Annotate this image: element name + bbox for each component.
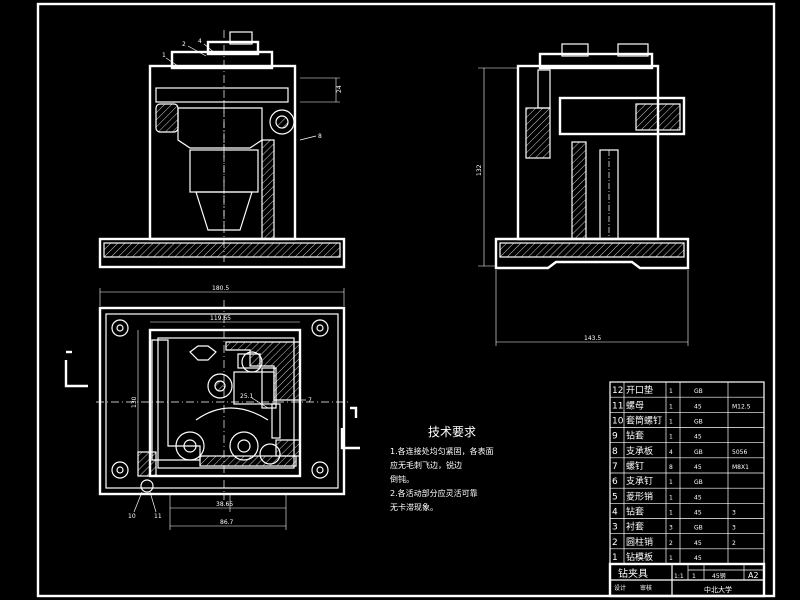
bom-cell-qty: 2 — [669, 540, 673, 547]
bom-cell-no: 8 — [612, 447, 618, 457]
bom-cell-qty: 1 — [669, 555, 673, 562]
bom-cell-note: 2 — [732, 540, 736, 547]
tech-req-line-1: 1.各连接处均匀紧固，各表面 — [390, 446, 494, 456]
front-height-dim: 24 — [336, 85, 343, 93]
bom-cell-name: 圆柱销 — [626, 536, 653, 548]
bom-cell-qty: 1 — [669, 419, 673, 426]
top-height-dim: 130 — [131, 396, 138, 408]
tech-req-line-5: 无卡滞现象。 — [390, 502, 438, 512]
bom-cell-name: 支承板 — [626, 445, 653, 457]
bom-cell-material: GB — [694, 419, 703, 426]
bom-cell-name: 开口垫 — [626, 384, 653, 396]
bom-cell-material: 45 — [694, 540, 702, 547]
bom-cell-material: GB — [694, 479, 703, 486]
bom-cell-no: 7 — [612, 462, 618, 472]
bom-cell-qty: 1 — [669, 510, 673, 517]
bom-cell-no: 11 — [612, 401, 623, 411]
title-school: 中北大学 — [704, 585, 732, 594]
bom-cell-material: 45 — [694, 464, 702, 471]
bom-cell-qty: 1 — [669, 403, 673, 410]
bom-cell-no: 4 — [612, 508, 618, 518]
title-sheet: A2 — [748, 571, 759, 580]
balloon-top-7: 7 — [308, 397, 312, 404]
bom-cell-material: GB — [694, 525, 703, 532]
bom-cell-name: 衬套 — [626, 521, 644, 533]
bom-cell-note: 3 — [732, 510, 736, 517]
balloon-front-2: 4 — [198, 38, 202, 45]
top-callout-dim: 25.1 — [240, 393, 254, 400]
bom-cell-name: 钻模板 — [626, 551, 653, 563]
bom-cell-qty: 4 — [669, 449, 673, 456]
bom-cell-qty: 1 — [669, 494, 673, 501]
title-block: 钻夹具 1:1 1 45钢 A2 设计 审核 中北大学 — [608, 562, 766, 598]
bom-cell-no: 6 — [612, 477, 618, 487]
bom-cell-name: 螺母 — [626, 400, 644, 411]
front-view: 24 2 4 1 8 — [98, 30, 346, 269]
bom-cell-material: 45 — [694, 494, 702, 501]
bom-cell-note: M12.5 — [732, 403, 751, 410]
bom-cell-no: 12 — [612, 386, 623, 396]
tech-req-line-3: 倒钝。 — [390, 474, 414, 484]
bom-cell-qty: 1 — [669, 479, 673, 486]
bom-cell-no: 9 — [612, 432, 618, 442]
tech-req-line-2: 应无毛刺飞边，锐边 — [390, 460, 462, 470]
balloon-top-10: 10 — [128, 513, 136, 520]
tech-req-title: 技术要求 — [428, 425, 476, 439]
bom-cell-material: 45 — [694, 403, 702, 410]
bom-cell-material: GB — [694, 449, 703, 456]
bom-cell-no: 1 — [612, 553, 618, 563]
top-view: 180.5 119.65 130 — [64, 285, 360, 530]
bom-cell-name: 菱形销 — [626, 490, 653, 502]
bom-cell-no: 2 — [612, 538, 618, 548]
front-left-block — [155, 103, 179, 133]
bom-cell-material: GB — [694, 388, 703, 395]
bottom-dim-2: 86.7 — [220, 519, 234, 526]
bottom-dim-1: 38.65 — [216, 501, 233, 508]
bom-cell-note: 5056 — [732, 449, 747, 456]
bom-cell-material: 45 — [694, 434, 702, 441]
bom-cell-no: 3 — [612, 523, 618, 533]
side-width-dim: 143.5 — [584, 335, 601, 342]
sheet-border — [36, 2, 776, 598]
top-inner-width-dim: 119.65 — [210, 315, 231, 322]
balloon-front-1: 2 — [182, 41, 186, 48]
bom-cell-name: 套筒螺钉 — [626, 415, 662, 427]
bom-cell-name: 支承钉 — [626, 475, 653, 487]
bom-cell-qty: 1 — [669, 434, 673, 441]
top-width-dim: 180.5 — [212, 285, 229, 292]
title-drawn: 设计 — [614, 584, 626, 592]
balloon-front-3: 1 — [162, 52, 166, 59]
bom-cell-material: 45 — [694, 555, 702, 562]
title-weight: 45钢 — [712, 572, 726, 580]
bom-cell-material: 45 — [694, 510, 702, 517]
bom-cell-no: 5 — [612, 492, 618, 502]
side-view: 132 143.5 — [476, 43, 690, 346]
bom-cell-no: 10 — [612, 417, 624, 427]
title-count: 1 — [692, 573, 696, 580]
title-name: 钻夹具 — [618, 567, 648, 580]
title-scale: 1:1 — [674, 573, 684, 580]
bom-cell-qty: 8 — [669, 464, 673, 471]
bom-cell-name: 钻套 — [626, 506, 644, 518]
balloon-top-11: 11 — [154, 513, 162, 520]
bom-cell-name: 钻套 — [626, 430, 644, 442]
bom-cell-name: 螺钉 — [626, 461, 644, 472]
tech-requirements: 技术要求 1.各连接处均匀紧固，各表面 应无毛刺飞边，锐边 倒钝。 2.各活动部… — [390, 425, 494, 512]
bom-cell-qty: 1 — [669, 388, 673, 395]
front-base-hatch — [103, 242, 341, 258]
top-base-plate — [98, 306, 346, 496]
bom-cell-note: M8X1 — [732, 464, 749, 471]
balloon-front-4: 8 — [318, 133, 322, 140]
tech-req-line-4: 2.各活动部分应灵活可靠 — [390, 488, 478, 498]
bom-cell-note: 3 — [732, 525, 736, 532]
side-height-dim: 132 — [476, 164, 483, 176]
bom-cell-qty: 3 — [669, 525, 673, 532]
title-check: 审核 — [640, 584, 652, 592]
